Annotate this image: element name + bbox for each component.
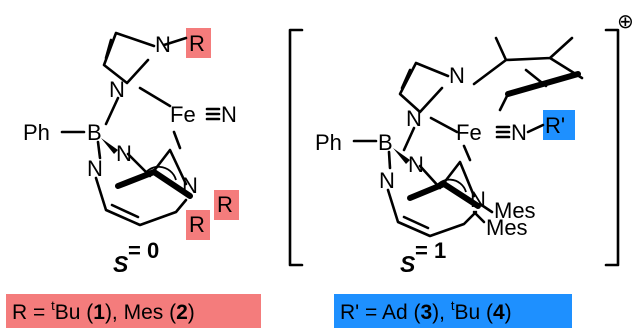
caption-right-box <box>334 294 572 328</box>
caption-left: R = tBu (1), Mes (2) <box>6 294 261 328</box>
left-fe: Fe <box>170 102 196 127</box>
left-lower-ring-2 <box>126 148 188 186</box>
left-b: B <box>87 120 102 145</box>
right-n-low1: N <box>408 152 424 177</box>
caption-right: R' = Ad (3), tBu (4) <box>334 294 572 328</box>
r-prime-highlight <box>543 110 575 140</box>
left-triple-bond-n: N <box>221 102 237 127</box>
right-lower-ring-1-double <box>402 215 430 230</box>
left-lower-arc <box>141 165 177 181</box>
left-r-low2: R <box>189 212 205 237</box>
right-mesityl-methyl <box>498 92 510 112</box>
cationic-charge: ⊕ <box>617 11 634 33</box>
r-top-highlight <box>186 28 211 58</box>
right-lower-ring-bold <box>407 180 481 209</box>
left-n-low3: N <box>182 173 198 198</box>
left-r-top: R <box>189 31 205 56</box>
caption-left-box <box>6 294 261 328</box>
left-wedge-bond <box>101 138 118 154</box>
right-lower-ring-1 <box>386 188 478 238</box>
right-lower-ring-2 <box>418 160 476 198</box>
left-lower-ring-1-double <box>110 203 140 219</box>
right-wedge-bond <box>393 148 410 164</box>
left-n-low1: N <box>116 141 132 166</box>
r-low2-highlight <box>186 210 210 240</box>
left-n-mid: N <box>109 77 125 102</box>
right-spin-value: = 1 <box>415 238 446 263</box>
left-n-b-bond <box>104 96 120 126</box>
right-fe-carbene-bond <box>462 144 472 162</box>
right-ph: Ph <box>315 130 342 155</box>
left-lower-ring-bold <box>115 168 193 199</box>
left-lower-ring-1 <box>94 176 188 227</box>
right-fe-triple-bond <box>495 125 511 139</box>
left-spin-symbol: S <box>113 251 129 277</box>
left-r-low1: R <box>217 192 233 217</box>
right-n-rprime-bond <box>526 123 545 134</box>
right-n-mid: N <box>406 106 422 131</box>
right-top-ring <box>398 61 450 114</box>
right-n-mes-bond <box>478 202 494 214</box>
right-mesityl-side <box>524 68 548 88</box>
r-low1-highlight <box>214 190 239 220</box>
left-n-r-bond <box>162 36 188 47</box>
left-top-ring <box>102 31 156 85</box>
right-n-low3: N <box>470 187 486 212</box>
left-carbene-fe-bond <box>138 86 172 108</box>
right-n-low2: N <box>379 168 395 193</box>
right-n-mes-bond-2 <box>472 210 486 224</box>
caption-right-text: R' = Ad (3), tBu (4) <box>340 298 512 324</box>
left-spin-value: = 0 <box>128 238 159 263</box>
right-bracket <box>604 28 620 267</box>
complex-left: N R N Fe N Ph B N N N R R = 0 S <box>23 28 239 277</box>
left-top-ring-double <box>104 38 113 60</box>
right-n-imido: N <box>511 120 527 145</box>
complex-right: ⊕ N N Fe N R' Ph B <box>288 11 634 277</box>
right-lower-arc <box>433 178 467 193</box>
right-carbene-fe-bond <box>429 116 459 134</box>
right-r-prime: R' <box>545 113 565 138</box>
left-n-low2: N <box>87 156 103 181</box>
caption-left-text: R = tBu (1), Mes (2) <box>12 298 195 324</box>
left-fe-carbene-bond <box>172 130 182 150</box>
right-mes1: Mes <box>494 198 536 223</box>
left-ph: Ph <box>23 120 50 145</box>
right-b-n-bond <box>387 150 392 170</box>
right-n-b-bond <box>402 126 416 152</box>
left-bracket <box>288 28 304 267</box>
left-n-top: N <box>155 32 171 57</box>
left-b-n-bond <box>96 140 102 160</box>
right-top-ring-double <box>400 68 412 90</box>
right-b: B <box>378 130 393 155</box>
right-spin-symbol: S <box>400 251 416 277</box>
right-n-top: N <box>449 63 465 88</box>
right-mes2: Mes <box>486 215 528 240</box>
left-fe-triple-bond <box>205 107 221 121</box>
right-fe: Fe <box>456 120 482 145</box>
